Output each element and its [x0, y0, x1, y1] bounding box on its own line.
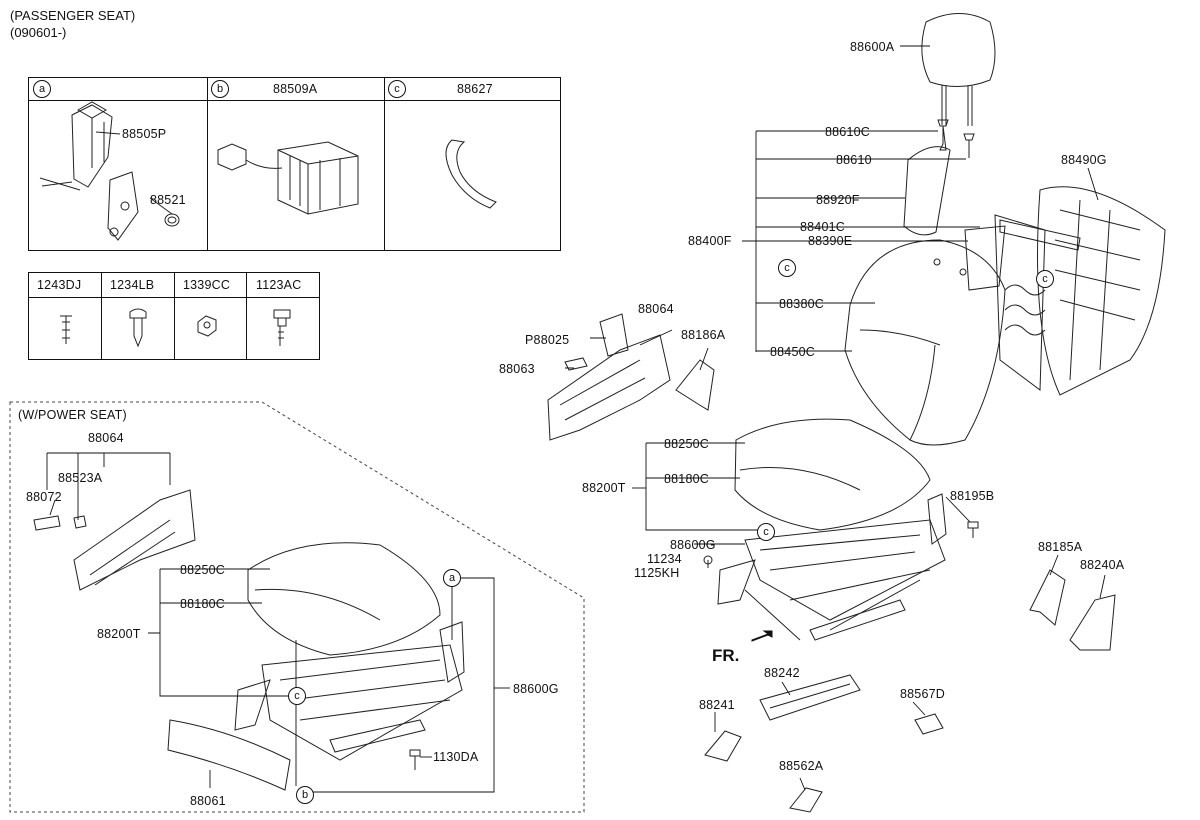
- fastener-table: [28, 272, 320, 360]
- seat-back-illustration: [844, 225, 1006, 446]
- part-label: 88064: [638, 302, 674, 316]
- part-label: 88567D: [900, 687, 945, 701]
- power-seat-frame-illustration: [234, 621, 465, 761]
- part-label: 88242: [764, 666, 800, 680]
- cover-88241: [704, 730, 742, 762]
- power-seat-cushion-illustration: [247, 542, 441, 656]
- part-label: 88450C: [770, 345, 815, 359]
- part-label: 88186A: [681, 328, 726, 342]
- part-label: 88241: [699, 698, 735, 712]
- part-label: 88523A: [58, 471, 103, 485]
- part-label: 88610: [836, 153, 872, 167]
- front-direction-label: FR.: [712, 646, 740, 665]
- headrest-illustration: [921, 13, 996, 126]
- part-label: 88521: [150, 193, 186, 207]
- seat-frame-illustration: [717, 493, 947, 641]
- part-label: 88390E: [808, 234, 853, 248]
- motor-illustration: [39, 101, 180, 241]
- part-label: 88240A: [1080, 558, 1125, 572]
- callout-c: c: [388, 80, 406, 98]
- side-cover-88185A: [1029, 569, 1066, 626]
- callout-c: c: [288, 687, 306, 705]
- rail-88242: [759, 674, 861, 721]
- part-label: 88250C: [180, 563, 225, 577]
- part-label: 88180C: [664, 472, 709, 486]
- callout-b: b: [296, 786, 314, 804]
- part-label: 88600A: [850, 40, 895, 54]
- part-label: 88509A: [273, 82, 318, 96]
- side-cover-88240A: [1069, 594, 1116, 651]
- power-seat-title: (W/POWER SEAT): [18, 408, 127, 422]
- callout-c: c: [778, 259, 796, 277]
- part-label: 88072: [26, 490, 62, 504]
- fastener-header: 1339CC: [183, 278, 231, 292]
- fastener-header: 1123AC: [256, 278, 302, 292]
- part-label: 88250C: [664, 437, 709, 451]
- part-label: 88627: [457, 82, 493, 96]
- callout-c: c: [757, 523, 775, 541]
- diagram-title: (PASSENGER SEAT): [10, 8, 136, 23]
- power-motor-illustration: [217, 141, 359, 215]
- cover-88562A: [789, 787, 823, 813]
- part-label: 88200T: [582, 481, 626, 495]
- back-frame-illustration: [994, 186, 1166, 396]
- callout-b: b: [211, 80, 229, 98]
- part-label: 1125KH: [634, 566, 680, 580]
- part-label: 88401C: [800, 220, 845, 234]
- part-label: 88064: [88, 431, 124, 445]
- part-label: 88505P: [122, 127, 167, 141]
- diagram-subtitle: (090601-): [10, 25, 67, 40]
- part-label: 88200T: [97, 627, 141, 641]
- part-label: 88920F: [816, 193, 860, 207]
- part-label: 88600G: [670, 538, 716, 552]
- fastener-illustrations: [60, 308, 291, 348]
- callout-c: c: [1036, 270, 1054, 288]
- callout-a: a: [33, 80, 51, 98]
- part-label: 88195B: [950, 489, 995, 503]
- part-label: 88400F: [688, 234, 732, 248]
- part-label: 88061: [190, 794, 226, 808]
- part-label: 88610C: [825, 125, 870, 139]
- callout-a: a: [443, 569, 461, 587]
- part-label: 1130DA: [433, 750, 479, 764]
- side-cover-88064-illustration: [33, 489, 196, 591]
- part-label: 88180C: [180, 597, 225, 611]
- front-cover-88061: [167, 719, 291, 791]
- clip-illustration: [445, 139, 497, 209]
- fastener-header: 1234LB: [110, 278, 155, 292]
- part-label: 11234: [647, 552, 682, 566]
- part-label: 88185A: [1038, 540, 1083, 554]
- seat-cushion-illustration: [734, 418, 931, 531]
- part-label: P88025: [525, 333, 570, 347]
- cover-88567D: [914, 713, 944, 735]
- part-label: 88490G: [1061, 153, 1107, 167]
- part-label: 88380C: [779, 297, 824, 311]
- part-label: 88063: [499, 362, 535, 376]
- side-cover-illustration: [547, 313, 715, 441]
- part-label: 88600G: [513, 682, 559, 696]
- fastener-header: 1243DJ: [37, 278, 82, 292]
- part-label: 88562A: [779, 759, 824, 773]
- parts-table: [28, 77, 561, 251]
